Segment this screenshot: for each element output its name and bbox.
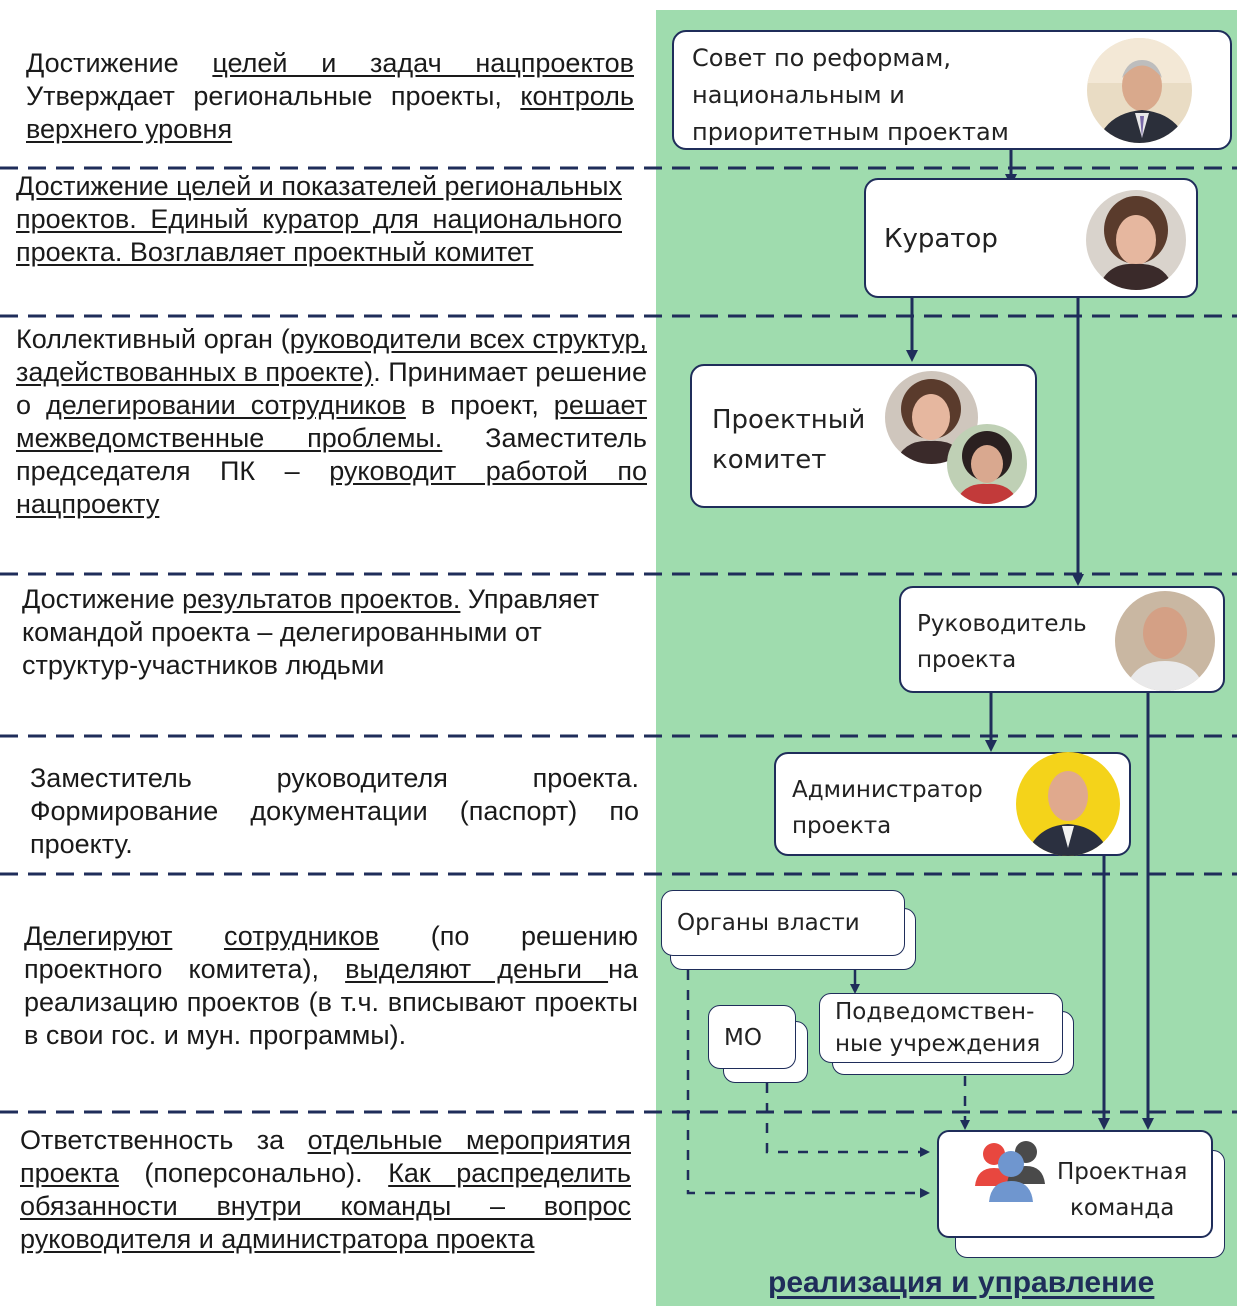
underlined-text: руководит работой по нацпроекту xyxy=(16,456,647,519)
council-chair-photo xyxy=(1087,38,1192,143)
text-segment: на реализацию проектов (в т.ч. вписывают… xyxy=(24,954,638,1050)
underlined-text: Достижение целей и показателей региональ… xyxy=(16,171,622,267)
text-segment: Заместитель председателя ПК – xyxy=(16,423,647,486)
team-label: Проектная команда xyxy=(1057,1159,1188,1221)
text-segment: Управляет командой проекта – делегирован… xyxy=(22,584,600,680)
committee-description: Коллективный орган (руководители всех ст… xyxy=(16,323,647,521)
text-segment: Утверждает региональные проекты, xyxy=(26,81,521,111)
text-segment: (поперсонально). xyxy=(118,1158,389,1188)
underlined-text: решает межведомственные проблемы. xyxy=(16,390,647,453)
dashed-mo-team xyxy=(765,1083,930,1157)
underlined-text: целей и задач нацпроектов xyxy=(212,48,634,78)
council-description: Достижение целей и задач нацпроектов Утв… xyxy=(26,47,634,146)
underlined-text: контроль верхнего уровня xyxy=(26,81,634,144)
text-segment: Достижение xyxy=(26,48,213,78)
project-head-description: Достижение результатов проектов. Управля… xyxy=(22,583,622,682)
administrator-description: Заместитель руководителя проекта. Формир… xyxy=(30,762,639,861)
underlined-text: сотрудников xyxy=(223,921,380,951)
people-group-icon xyxy=(971,1134,1049,1204)
underlined-text: руководители всех структур, задействован… xyxy=(16,324,647,387)
dashed-authorities-team xyxy=(686,970,930,1198)
text-segment: в проект, xyxy=(405,390,554,420)
authorities-label: Органы власти xyxy=(677,910,860,936)
text-segment: . Принимает решение о xyxy=(16,357,647,420)
participants-description: Делегируют сотрудников (по решению проек… xyxy=(24,920,638,1052)
text-segment: Коллективный орган ( xyxy=(16,324,290,354)
team-description: Ответственность за отдельные мероприятия… xyxy=(20,1124,631,1256)
underlined-text: отдельные мероприятия проекта xyxy=(20,1125,631,1188)
text-segment: (по решению проектного комитета), xyxy=(24,921,638,984)
text-segment: Ответственность за xyxy=(20,1125,308,1155)
underlined-text: Как распределить обязанности внутри кома… xyxy=(20,1158,631,1254)
underlined-text: Делегируют xyxy=(24,921,173,951)
committee-node: Проектный комитет xyxy=(690,364,1037,508)
implementation-footer: реализация и управление xyxy=(768,1266,1155,1299)
underlined-text: делегировании сотрудников xyxy=(46,390,406,420)
curator-label: Куратор xyxy=(884,224,998,254)
team-node: Проектная команда xyxy=(937,1130,1213,1238)
curator-node: Куратор xyxy=(864,178,1198,298)
curator-photo xyxy=(1086,190,1186,290)
curator-description: Достижение целей и показателей региональ… xyxy=(16,170,622,269)
council-label: Совет по реформам, национальным и приори… xyxy=(692,44,1009,146)
underlined-text: выделяют деньги xyxy=(345,954,609,984)
text-segment: Достижение xyxy=(22,584,183,614)
council-node: Совет по реформам, национальным и приори… xyxy=(672,30,1232,150)
mo-node: МО xyxy=(708,1005,796,1069)
project-head-node: Руководитель проекта xyxy=(899,586,1225,693)
committee-member-photo-1 xyxy=(885,371,978,464)
text-segment: Заместитель руководителя проекта. Формир… xyxy=(30,763,639,859)
mo-label: МО xyxy=(724,1025,762,1051)
administrator-photo xyxy=(1016,752,1120,856)
authorities-node: Органы власти xyxy=(661,890,905,956)
subordinate-label: Подведомствен- ные учреждения xyxy=(835,999,1041,1057)
project-head-label: Руководитель проекта xyxy=(917,611,1087,673)
administrator-label: Администратор проекта xyxy=(792,777,983,839)
committee-label: Проектный комитет xyxy=(712,405,866,475)
underlined-text: результатов проектов. xyxy=(182,584,461,614)
subordinate-node: Подведомствен- ные учреждения xyxy=(819,993,1063,1063)
committee-member-photo-2 xyxy=(947,424,1027,504)
administrator-node: Администратор проекта xyxy=(774,752,1131,856)
project-head-photo xyxy=(1115,591,1215,691)
